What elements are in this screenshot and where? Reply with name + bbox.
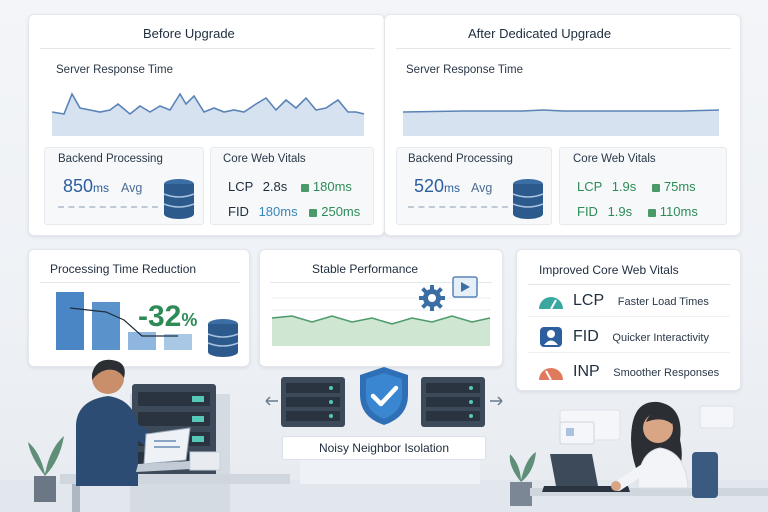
- before-backend-value: 850ms: [63, 176, 109, 197]
- after-lcp-extra: 75ms: [663, 179, 696, 194]
- gear-icon: [419, 285, 445, 311]
- noisy-neighbor-isolation-label: Noisy Neighbor Isolation: [282, 436, 486, 460]
- improved-item-inp: INP Smoother Responses: [573, 363, 733, 381]
- processing-reduction-title: Processing Time Reduction: [50, 262, 197, 276]
- after-lcp-value: 1.9s: [611, 179, 637, 194]
- after-backend-value: 520ms: [414, 176, 460, 197]
- before-backend-avg: Avg: [121, 181, 143, 195]
- stable-performance-title: Stable Performance: [312, 262, 419, 276]
- database-icon: [207, 319, 239, 357]
- before-lcp-row: LCP 2.8s 180ms: [228, 179, 368, 194]
- improved-item-fid: FID Quicker Interactivity: [573, 328, 733, 346]
- dashed-line: [408, 206, 508, 208]
- after-fid-row: FID 1.9s 110ms: [577, 204, 722, 219]
- stable-performance-panel: [259, 249, 503, 367]
- improved-inp-desc: Smoother Responses: [613, 367, 720, 379]
- before-vitals-label: Core Web Vitals: [223, 153, 306, 165]
- improved-fid-desc: Quicker Interactivity: [612, 332, 709, 344]
- improved-inp-name: INP: [573, 363, 600, 380]
- after-response-label: Server Response Time: [406, 64, 523, 76]
- after-lcp-name: LCP: [577, 179, 603, 194]
- before-fid-extra: 250ms: [321, 204, 361, 219]
- before-lcp-name: LCP: [228, 179, 254, 194]
- database-icon: [163, 179, 195, 219]
- green-square-icon: [647, 208, 656, 217]
- improved-vitals-panel: [516, 249, 741, 391]
- before-response-chart: [52, 92, 364, 136]
- after-fid-value: 1.9s: [607, 204, 633, 219]
- green-square-icon: [651, 183, 660, 192]
- green-square-icon: [300, 183, 309, 192]
- divider: [528, 316, 730, 317]
- improved-lcp-desc: Faster Load Times: [617, 296, 709, 308]
- reduction-percent-unit: %: [181, 310, 198, 330]
- before-backend-unit: ms: [93, 181, 110, 195]
- improved-lcp-name: LCP: [573, 292, 605, 309]
- user-icon: [540, 327, 562, 347]
- server-right-icon: [421, 377, 485, 427]
- woman-at-laptop-illustration: [509, 401, 768, 506]
- after-upgrade-title: After Dedicated Upgrade: [468, 26, 612, 41]
- noisy-neighbor-isolation-text: Noisy Neighbor Isolation: [318, 441, 450, 455]
- after-backend-unit: ms: [444, 181, 461, 195]
- divider: [270, 282, 492, 283]
- speed-gauge-icon: [539, 368, 563, 381]
- dashed-line: [58, 206, 158, 208]
- before-fid-row: FID 180ms 250ms: [228, 204, 368, 219]
- video-play-icon: [452, 276, 478, 298]
- database-icon: [512, 179, 544, 219]
- man-at-desk-illustration: [28, 359, 290, 512]
- before-fid-value: 180ms: [258, 204, 298, 219]
- before-response-label: Server Response Time: [56, 64, 173, 76]
- before-fid-name: FID: [228, 204, 249, 219]
- divider: [528, 352, 730, 353]
- improved-fid-name: FID: [573, 328, 599, 345]
- after-lcp-row: LCP 1.9s 75ms: [577, 179, 722, 194]
- speed-gauge-icon: [539, 297, 563, 310]
- before-lcp-value: 2.8s: [262, 179, 288, 194]
- divider: [40, 282, 240, 283]
- reduction-percent: -32%: [138, 300, 197, 334]
- stable-performance-chart: [272, 297, 490, 346]
- arrow-right-icon: [490, 396, 503, 406]
- green-square-icon: [309, 208, 318, 217]
- shield-check-icon: [360, 367, 408, 425]
- before-vitals-box: [210, 147, 374, 225]
- divider: [528, 284, 730, 285]
- divider: [396, 48, 731, 49]
- after-backend-number: 520: [414, 176, 445, 196]
- before-backend-label: Backend Processing: [58, 153, 163, 165]
- after-backend-avg: Avg: [471, 181, 493, 195]
- after-backend-label: Backend Processing: [408, 153, 513, 165]
- server-left-icon: [281, 377, 345, 427]
- after-response-chart: [403, 109, 719, 136]
- before-upgrade-title: Before Upgrade: [143, 26, 235, 41]
- divider: [40, 48, 375, 49]
- after-fid-name: FID: [577, 204, 598, 219]
- after-fid-extra: 110ms: [659, 204, 698, 219]
- after-vitals-box: [559, 147, 727, 225]
- before-backend-number: 850: [63, 176, 94, 196]
- reduction-percent-value: -32: [138, 300, 182, 333]
- reduction-bar-chart: [56, 292, 192, 350]
- improved-item-lcp: LCP Faster Load Times: [573, 292, 733, 310]
- after-vitals-label: Core Web Vitals: [573, 153, 656, 165]
- arrow-left-icon: [265, 396, 278, 406]
- before-lcp-extra: 180ms: [312, 179, 352, 194]
- improved-vitals-title: Improved Core Web Vitals: [539, 263, 679, 277]
